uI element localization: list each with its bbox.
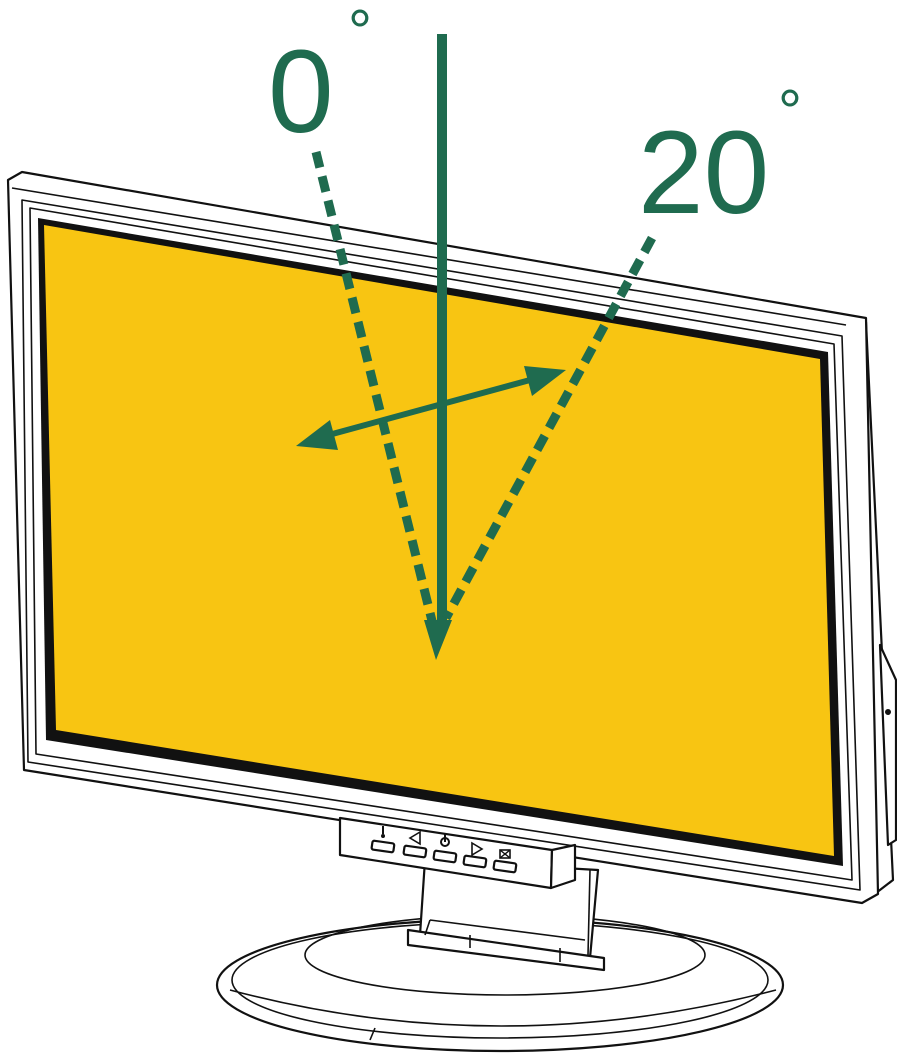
power-button[interactable]: [432, 834, 458, 864]
angle-zero-text: 0: [268, 26, 334, 158]
angle-twenty-text: 20: [638, 107, 769, 239]
left-icon: [408, 830, 421, 846]
angle-label-zero: 0 °: [268, 0, 372, 158]
left-arrowhead: [296, 420, 338, 450]
tilt-arrows: [296, 34, 656, 660]
exit-icon: [499, 849, 511, 859]
degree-symbol-twenty: °: [778, 78, 802, 145]
menu-button[interactable]: [370, 826, 396, 854]
power-icon: [440, 834, 450, 847]
downward-arrowhead: [424, 620, 452, 660]
right-arrowhead: [524, 366, 566, 396]
tilt-direction-arrow: [324, 377, 531, 439]
zero-degree-dashed-line: [311, 150, 438, 627]
angle-label-twenty: 20 °: [638, 78, 802, 239]
degree-symbol-zero: °: [348, 0, 372, 65]
menu-icon: [381, 826, 385, 838]
left-button[interactable]: [402, 830, 428, 859]
twenty-degree-dashed-line: [442, 235, 656, 621]
control-panel: [338, 816, 577, 890]
right-icon: [471, 841, 484, 857]
right-button[interactable]: [462, 841, 488, 869]
exit-button[interactable]: [492, 849, 518, 874]
